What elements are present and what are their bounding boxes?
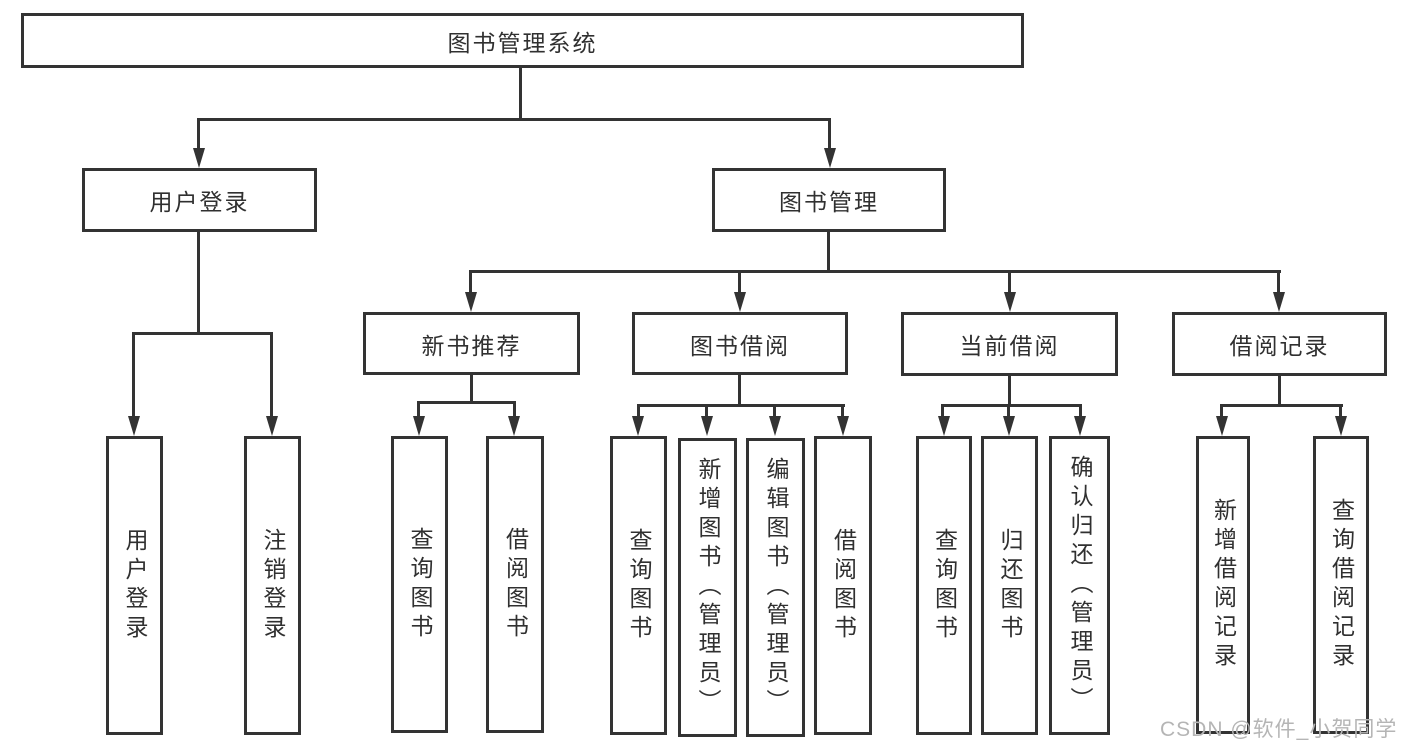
node-confirm-return-admin: 确认归还（管理员） [1049,436,1110,735]
arrow-down-icon [701,416,713,436]
node-label: 用户登录 [122,527,148,644]
node-label: 图书借阅 [690,332,790,359]
node-return-books: 归还图书 [981,436,1038,735]
arrow-down-icon [193,148,205,168]
line [1008,270,1011,295]
arrow-down-icon [632,416,644,436]
line [513,401,516,418]
line [738,375,741,407]
arrow-down-icon [1004,292,1016,312]
node-new-book-recommendation: 新书推荐 [363,312,580,375]
node-label: 注销登录 [260,527,286,644]
line [941,404,944,418]
line [197,232,200,335]
node-label: 归还图书 [997,527,1023,644]
node-user-login-leaf: 用户登录 [106,436,163,735]
line [197,118,831,121]
node-label: 新书推荐 [421,332,522,359]
line [738,270,741,295]
line [197,118,200,152]
arrow-down-icon [1273,292,1285,312]
node-edit-book-admin: 编辑图书（管理员） [746,438,805,737]
line [270,332,273,418]
line [1220,404,1343,407]
line [637,404,640,418]
line [1220,404,1223,418]
node-current-borrowing: 当前借阅 [901,312,1118,376]
node-label: 图书管理系统 [447,29,598,56]
arrow-down-icon [1216,416,1228,436]
line [470,375,473,404]
arrow-down-icon [1003,416,1015,436]
line [828,118,831,152]
node-label: 借阅图书 [830,527,857,644]
node-borrow-books-recommend: 借阅图书 [486,436,544,733]
node-query-books-borrowing: 查询图书 [610,436,667,735]
node-label: 查询借阅记录 [1328,498,1355,672]
line [469,270,472,295]
node-label: 用户登录 [149,189,250,215]
node-user-login: 用户登录 [82,168,317,232]
arrow-down-icon [837,416,849,436]
arrow-down-icon [508,416,520,436]
line [132,332,273,335]
node-label: 新增图书（管理员） [695,457,721,718]
line [1277,270,1280,295]
node-label: 借阅记录 [1229,333,1330,359]
line [1339,404,1342,418]
line [841,404,844,418]
arrow-down-icon [1074,416,1086,436]
line [941,404,1082,407]
node-query-borrow-record: 查询借阅记录 [1313,436,1369,734]
node-query-books-recommend: 查询图书 [391,436,448,733]
line [519,68,522,120]
line [1008,376,1011,407]
line [417,401,516,404]
line [132,332,135,418]
line [705,404,708,418]
arrow-down-icon [266,416,278,436]
node-add-borrow-record: 新增借阅记录 [1196,436,1250,734]
node-book-borrowing: 图书借阅 [632,312,848,375]
line [773,404,776,418]
node-label: 查询图书 [931,527,958,644]
node-library-management-system: 图书管理系统 [21,13,1024,68]
node-borrowing-records: 借阅记录 [1172,312,1387,376]
node-label: 图书管理 [779,189,879,215]
arrow-down-icon [938,416,950,436]
line [469,270,1281,273]
node-label: 借阅图书 [502,526,529,643]
line [637,404,845,407]
node-borrow-books-borrowing: 借阅图书 [814,436,872,735]
arrow-down-icon [824,148,836,168]
arrow-down-icon [128,416,140,436]
arrow-down-icon [1335,416,1347,436]
node-label: 编辑图书（管理员） [763,457,789,718]
arrow-down-icon [413,416,425,436]
node-logout: 注销登录 [244,436,301,735]
arrow-down-icon [465,292,477,312]
arrow-down-icon [734,292,746,312]
node-label: 查询图书 [626,527,652,644]
node-label: 新增借阅记录 [1210,498,1237,672]
line [1079,404,1082,418]
node-label: 查询图书 [407,526,433,643]
arrow-down-icon [769,416,781,436]
line [417,401,420,418]
node-query-books-current: 查询图书 [916,436,972,735]
node-add-book-admin: 新增图书（管理员） [678,438,737,737]
node-label: 当前借阅 [959,333,1060,359]
line [1278,376,1281,407]
node-book-management: 图书管理 [712,168,946,232]
csdn-watermark: CSDN @软件_小贺同学 [1160,718,1398,741]
node-label: 确认归还（管理员） [1067,455,1093,716]
line [827,232,830,273]
line [1007,404,1010,418]
